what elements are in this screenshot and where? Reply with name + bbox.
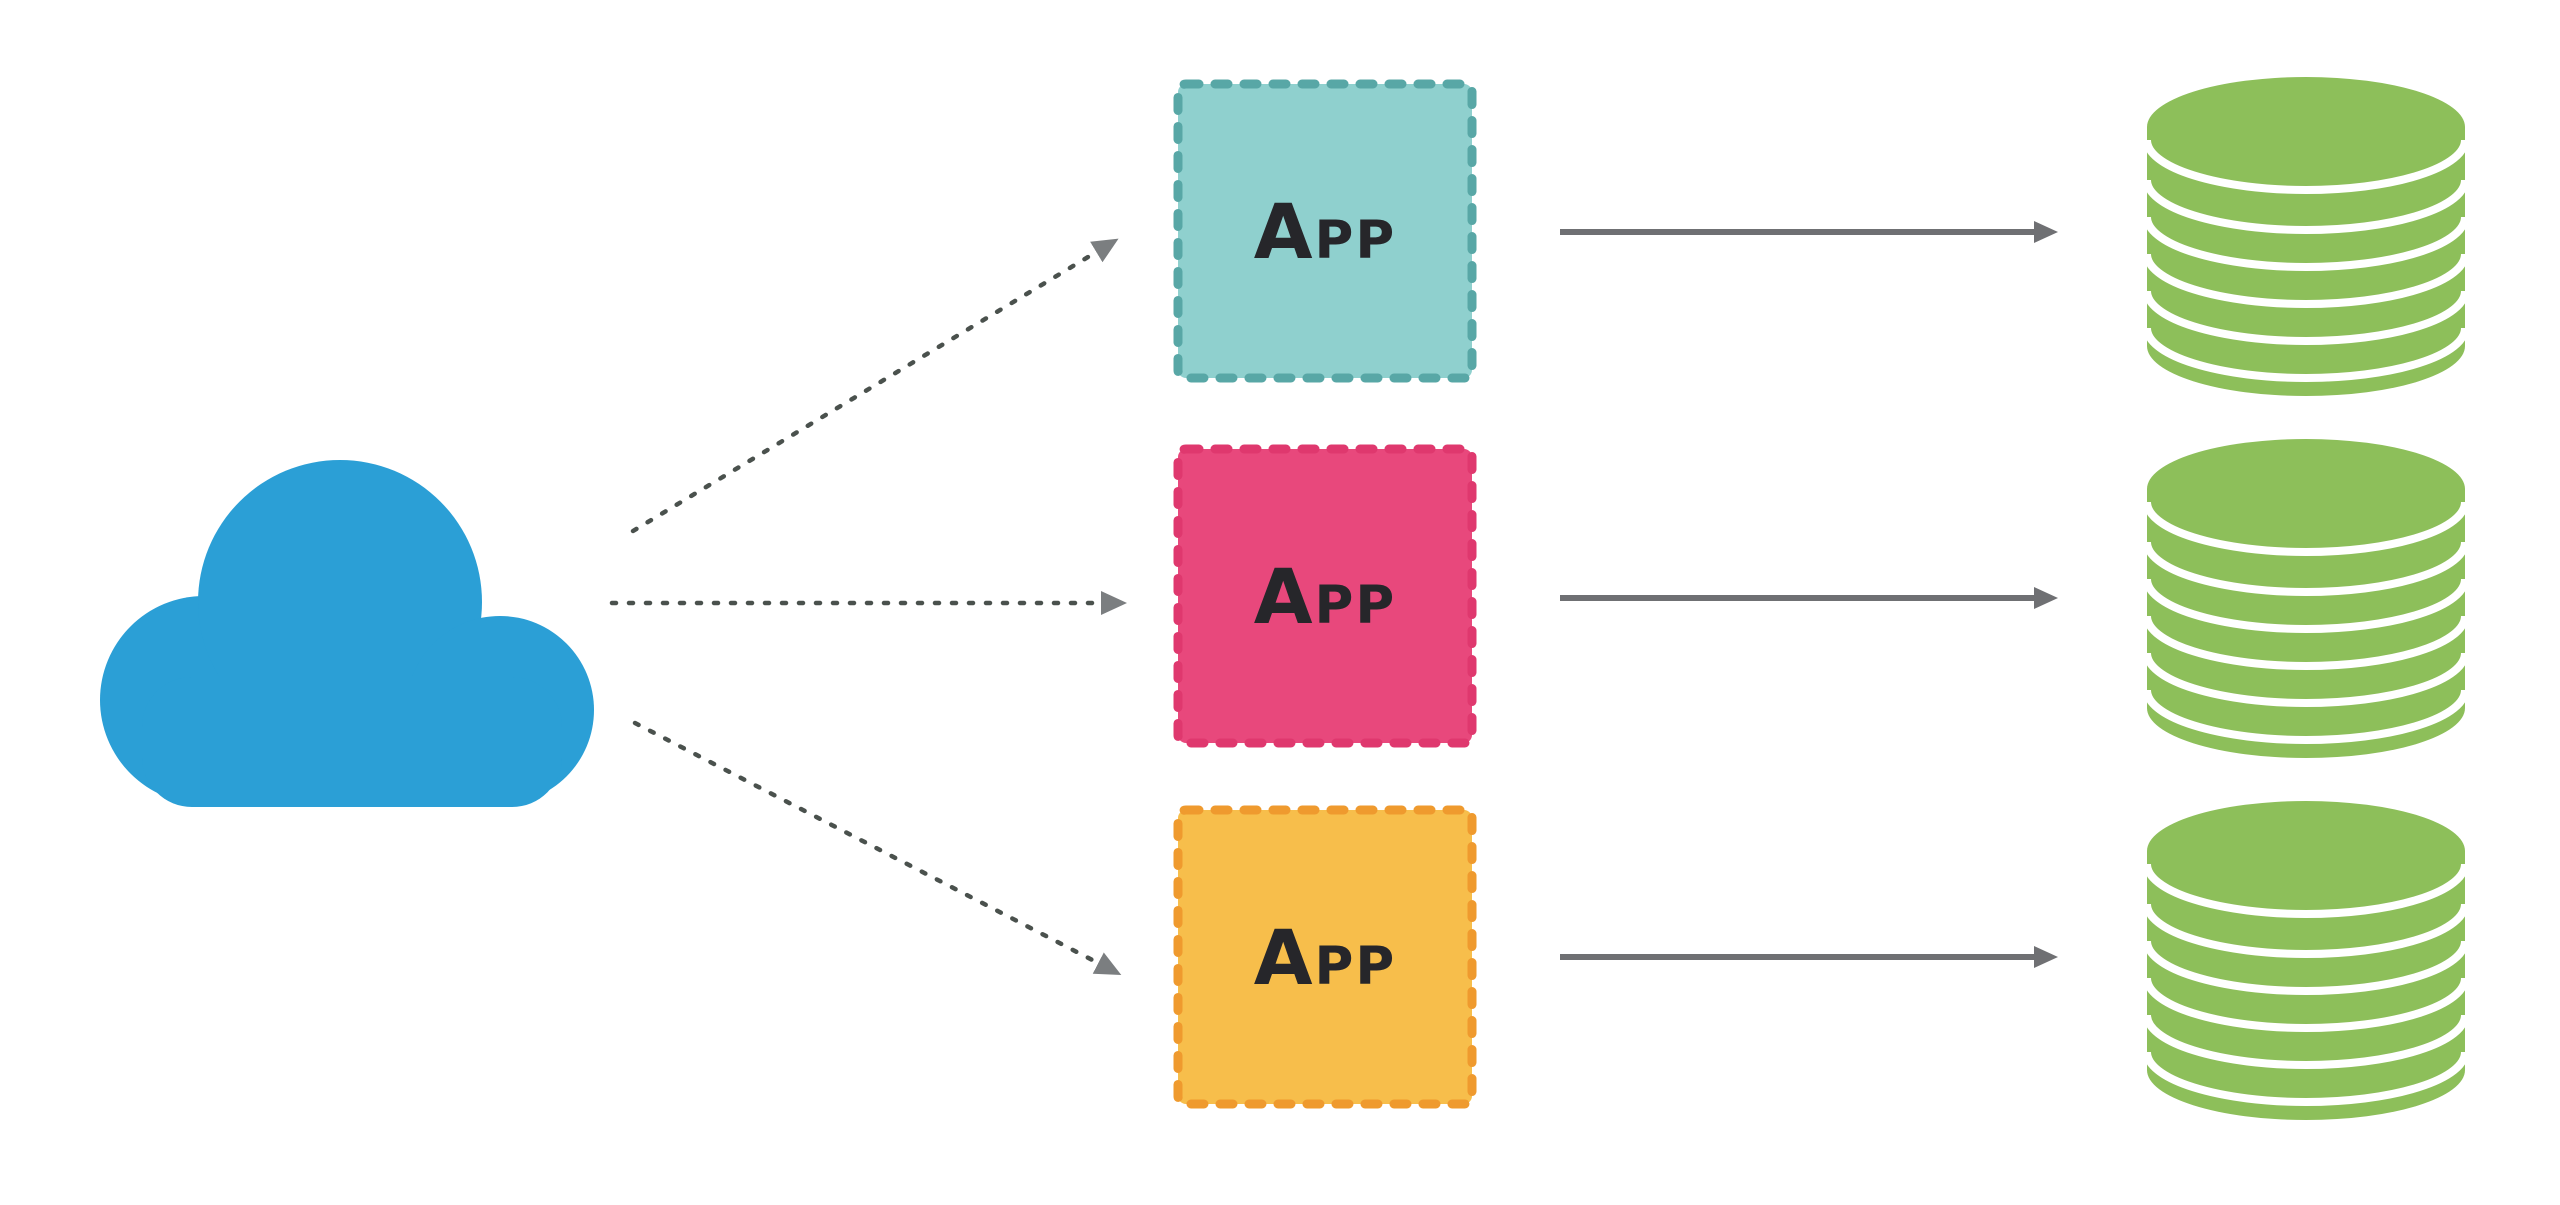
cloud-icon [100, 460, 594, 807]
dashed-border-box [1173, 444, 1477, 748]
app-label-3: App [1253, 912, 1397, 1002]
dashed-border-box [1173, 805, 1477, 1109]
app-label-2: App [1253, 551, 1397, 641]
dashed-border-box [1173, 79, 1477, 383]
database-icon [2143, 77, 2467, 396]
app-node-2: App [1172, 443, 1478, 749]
app-node-3: App [1172, 804, 1478, 1110]
database-icon [2143, 801, 2467, 1120]
app-box-teal [1173, 79, 1477, 383]
app-label-1: App [1253, 186, 1397, 276]
app-box-pink [1173, 444, 1477, 748]
dashed-connector-cloud-to-app-1 [630, 238, 1119, 534]
database-icon [2143, 439, 2467, 758]
app-node-1: App [1172, 78, 1478, 384]
app-box-yellow [1173, 805, 1477, 1109]
dashed-connector-cloud-to-app-3 [632, 720, 1122, 976]
